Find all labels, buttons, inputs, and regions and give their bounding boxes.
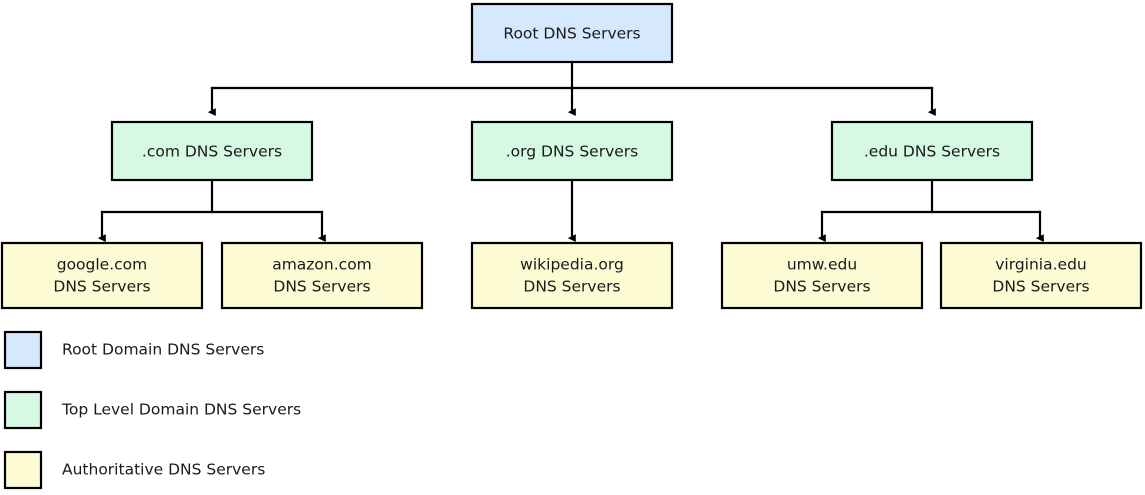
node-wikipedia-org-label-line2: DNS Servers: [523, 278, 620, 296]
node-org-dns-servers[interactable]: .org DNS Servers: [470, 120, 674, 182]
node-com-dns-servers-label: .com DNS Servers: [142, 143, 282, 161]
node-com-dns-servers-box[interactable]: [110, 120, 314, 182]
node-org-dns-servers-box[interactable]: [470, 120, 674, 182]
edge-group-root-to-tld: [207, 60, 936, 116]
node-wikipedia-org-label-line1: wikipedia.org: [520, 256, 624, 274]
node-virginia-edu-box[interactable]: [939, 241, 1143, 310]
node-org-dns-servers-label: .org DNS Servers: [506, 143, 638, 161]
node-root-dns-servers[interactable]: Root DNS Servers: [470, 2, 674, 64]
node-umw-edu-label-line2: DNS Servers: [773, 278, 870, 296]
legend-label-tld: Top Level Domain DNS Servers: [61, 401, 301, 419]
legend-swatch-root: [3, 330, 43, 370]
legend-label-root: Root Domain DNS Servers: [62, 341, 264, 359]
node-amazon-com-label-line2: DNS Servers: [273, 278, 370, 296]
node-amazon-com[interactable]: amazon.com DNS Servers: [220, 241, 424, 310]
legend: Root Domain DNS Servers Top Level Domain…: [3, 330, 301, 490]
legend-label-authoritative: Authoritative DNS Servers: [62, 461, 265, 479]
node-root-dns-servers-label: Root DNS Servers: [503, 25, 640, 43]
node-root-dns-servers-box[interactable]: [470, 2, 674, 64]
node-com-dns-servers[interactable]: .com DNS Servers: [110, 120, 314, 182]
node-umw-edu-label-line1: umw.edu: [787, 256, 857, 274]
node-wikipedia-org[interactable]: wikipedia.org DNS Servers: [470, 241, 674, 310]
legend-swatch-tld: [3, 390, 43, 430]
edge-group-com-to-auth: [97, 180, 326, 242]
node-edu-dns-servers-label: .edu DNS Servers: [864, 143, 1000, 161]
node-wikipedia-org-box[interactable]: [470, 241, 674, 310]
node-virginia-edu-label-line2: DNS Servers: [992, 278, 1089, 296]
node-virginia-edu[interactable]: virginia.edu DNS Servers: [939, 241, 1143, 310]
node-edu-dns-servers[interactable]: .edu DNS Servers: [830, 120, 1034, 182]
legend-item-tld: Top Level Domain DNS Servers: [3, 390, 301, 430]
node-google-com-label-line2: DNS Servers: [53, 278, 150, 296]
node-google-com-label-line1: google.com: [57, 256, 148, 274]
legend-swatch-authoritative: [3, 450, 43, 490]
node-google-com-box[interactable]: [0, 241, 204, 310]
legend-item-root: Root Domain DNS Servers: [3, 330, 264, 370]
node-umw-edu-box[interactable]: [720, 241, 924, 310]
node-edu-dns-servers-box[interactable]: [830, 120, 1034, 182]
node-google-com[interactable]: google.com DNS Servers: [0, 241, 204, 310]
node-amazon-com-label-line1: amazon.com: [272, 256, 372, 274]
node-umw-edu[interactable]: umw.edu DNS Servers: [720, 241, 924, 310]
edge-group-edu-to-auth: [817, 180, 1044, 242]
node-virginia-edu-label-line1: virginia.edu: [995, 256, 1086, 274]
legend-item-authoritative: Authoritative DNS Servers: [3, 450, 265, 490]
node-amazon-com-box[interactable]: [220, 241, 424, 310]
